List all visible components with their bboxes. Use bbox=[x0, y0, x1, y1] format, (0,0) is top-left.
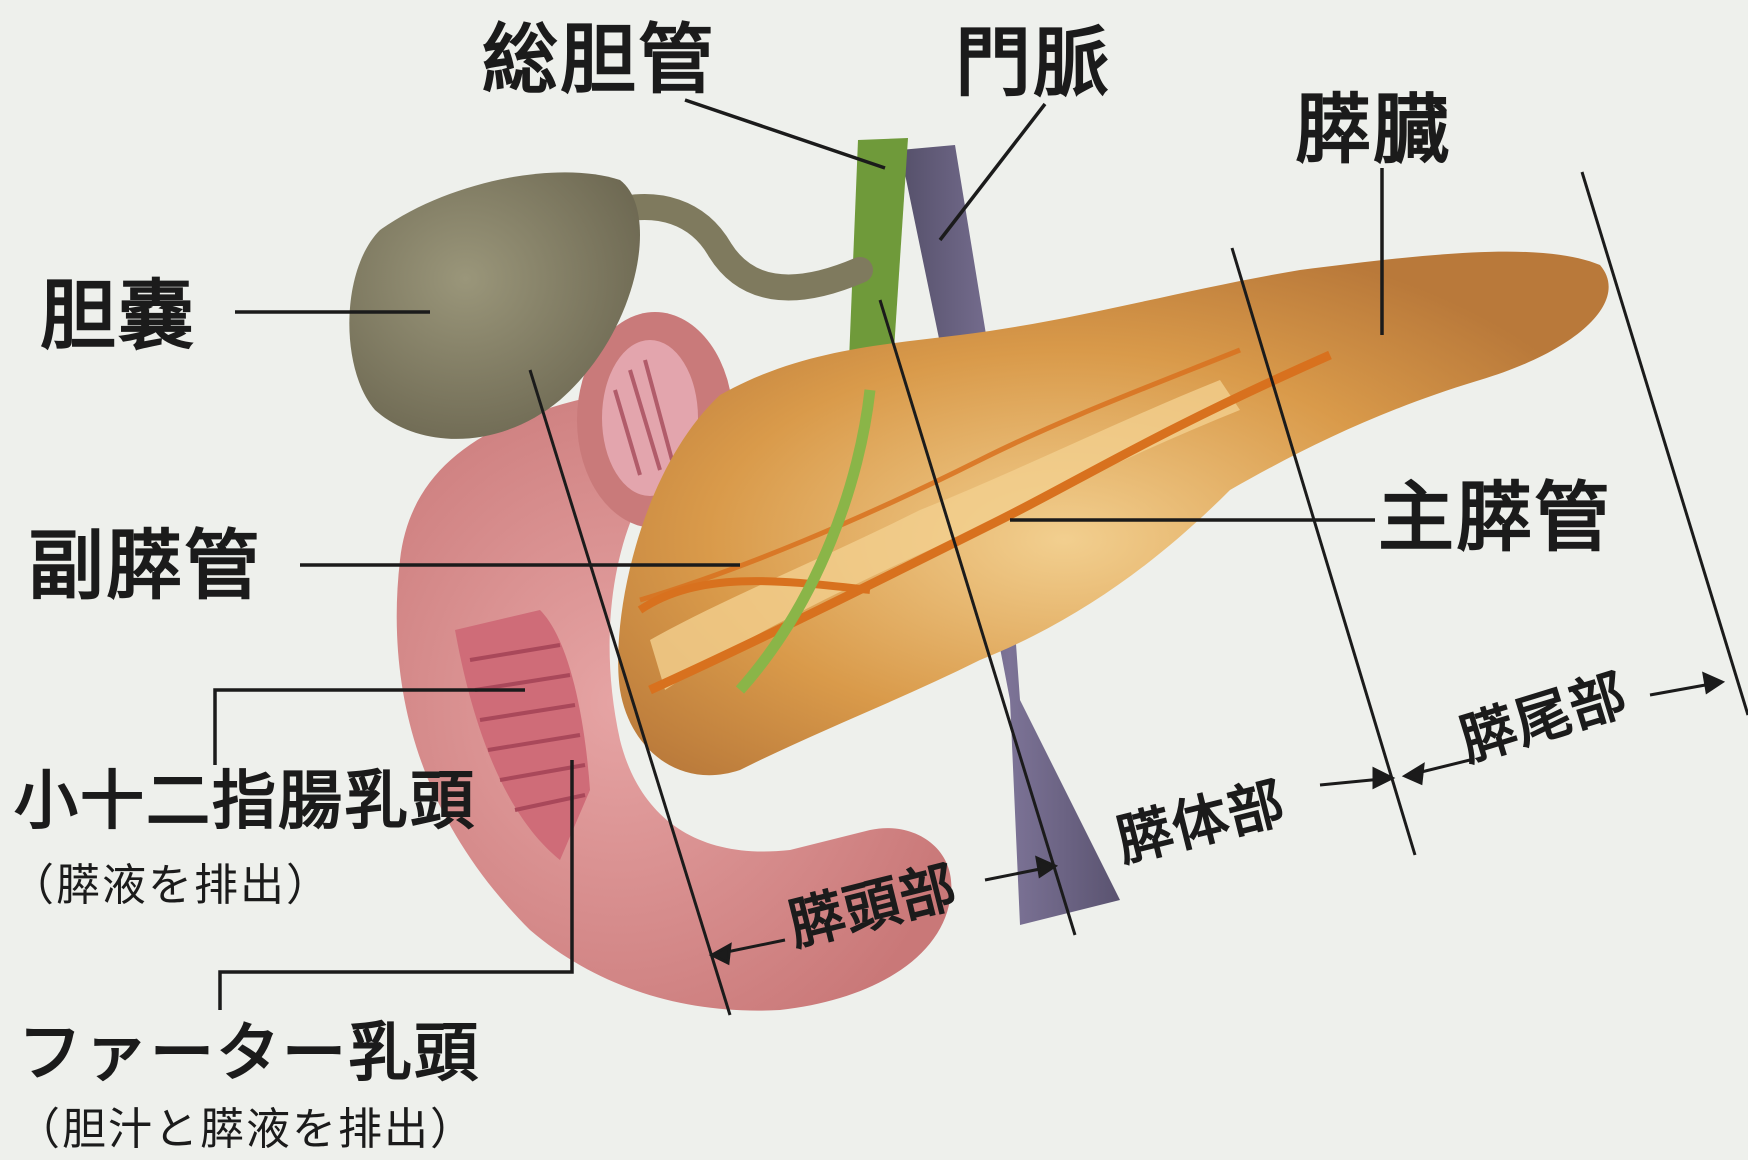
label-gallbladder: 胆嚢 bbox=[40, 278, 196, 354]
label-minor-papilla-note: （膵液を排出） bbox=[10, 864, 332, 908]
label-accessory-duct: 副膵管 bbox=[28, 528, 262, 604]
label-vater-papilla-note: （胆汁と膵液を排出） bbox=[16, 1108, 476, 1152]
label-portal-vein: 門脈 bbox=[955, 25, 1111, 101]
label-main-duct: 主膵管 bbox=[1378, 480, 1612, 556]
label-common-bile-duct: 総胆管 bbox=[482, 22, 716, 98]
label-pancreas: 膵臓 bbox=[1295, 92, 1451, 168]
label-minor-papilla: 小十二指腸乳頭 bbox=[14, 770, 476, 834]
label-vater-papilla: ファーター乳頭 bbox=[18, 1022, 480, 1086]
leader-common-bile-duct bbox=[685, 100, 885, 168]
divider-tail-end bbox=[1582, 172, 1748, 715]
